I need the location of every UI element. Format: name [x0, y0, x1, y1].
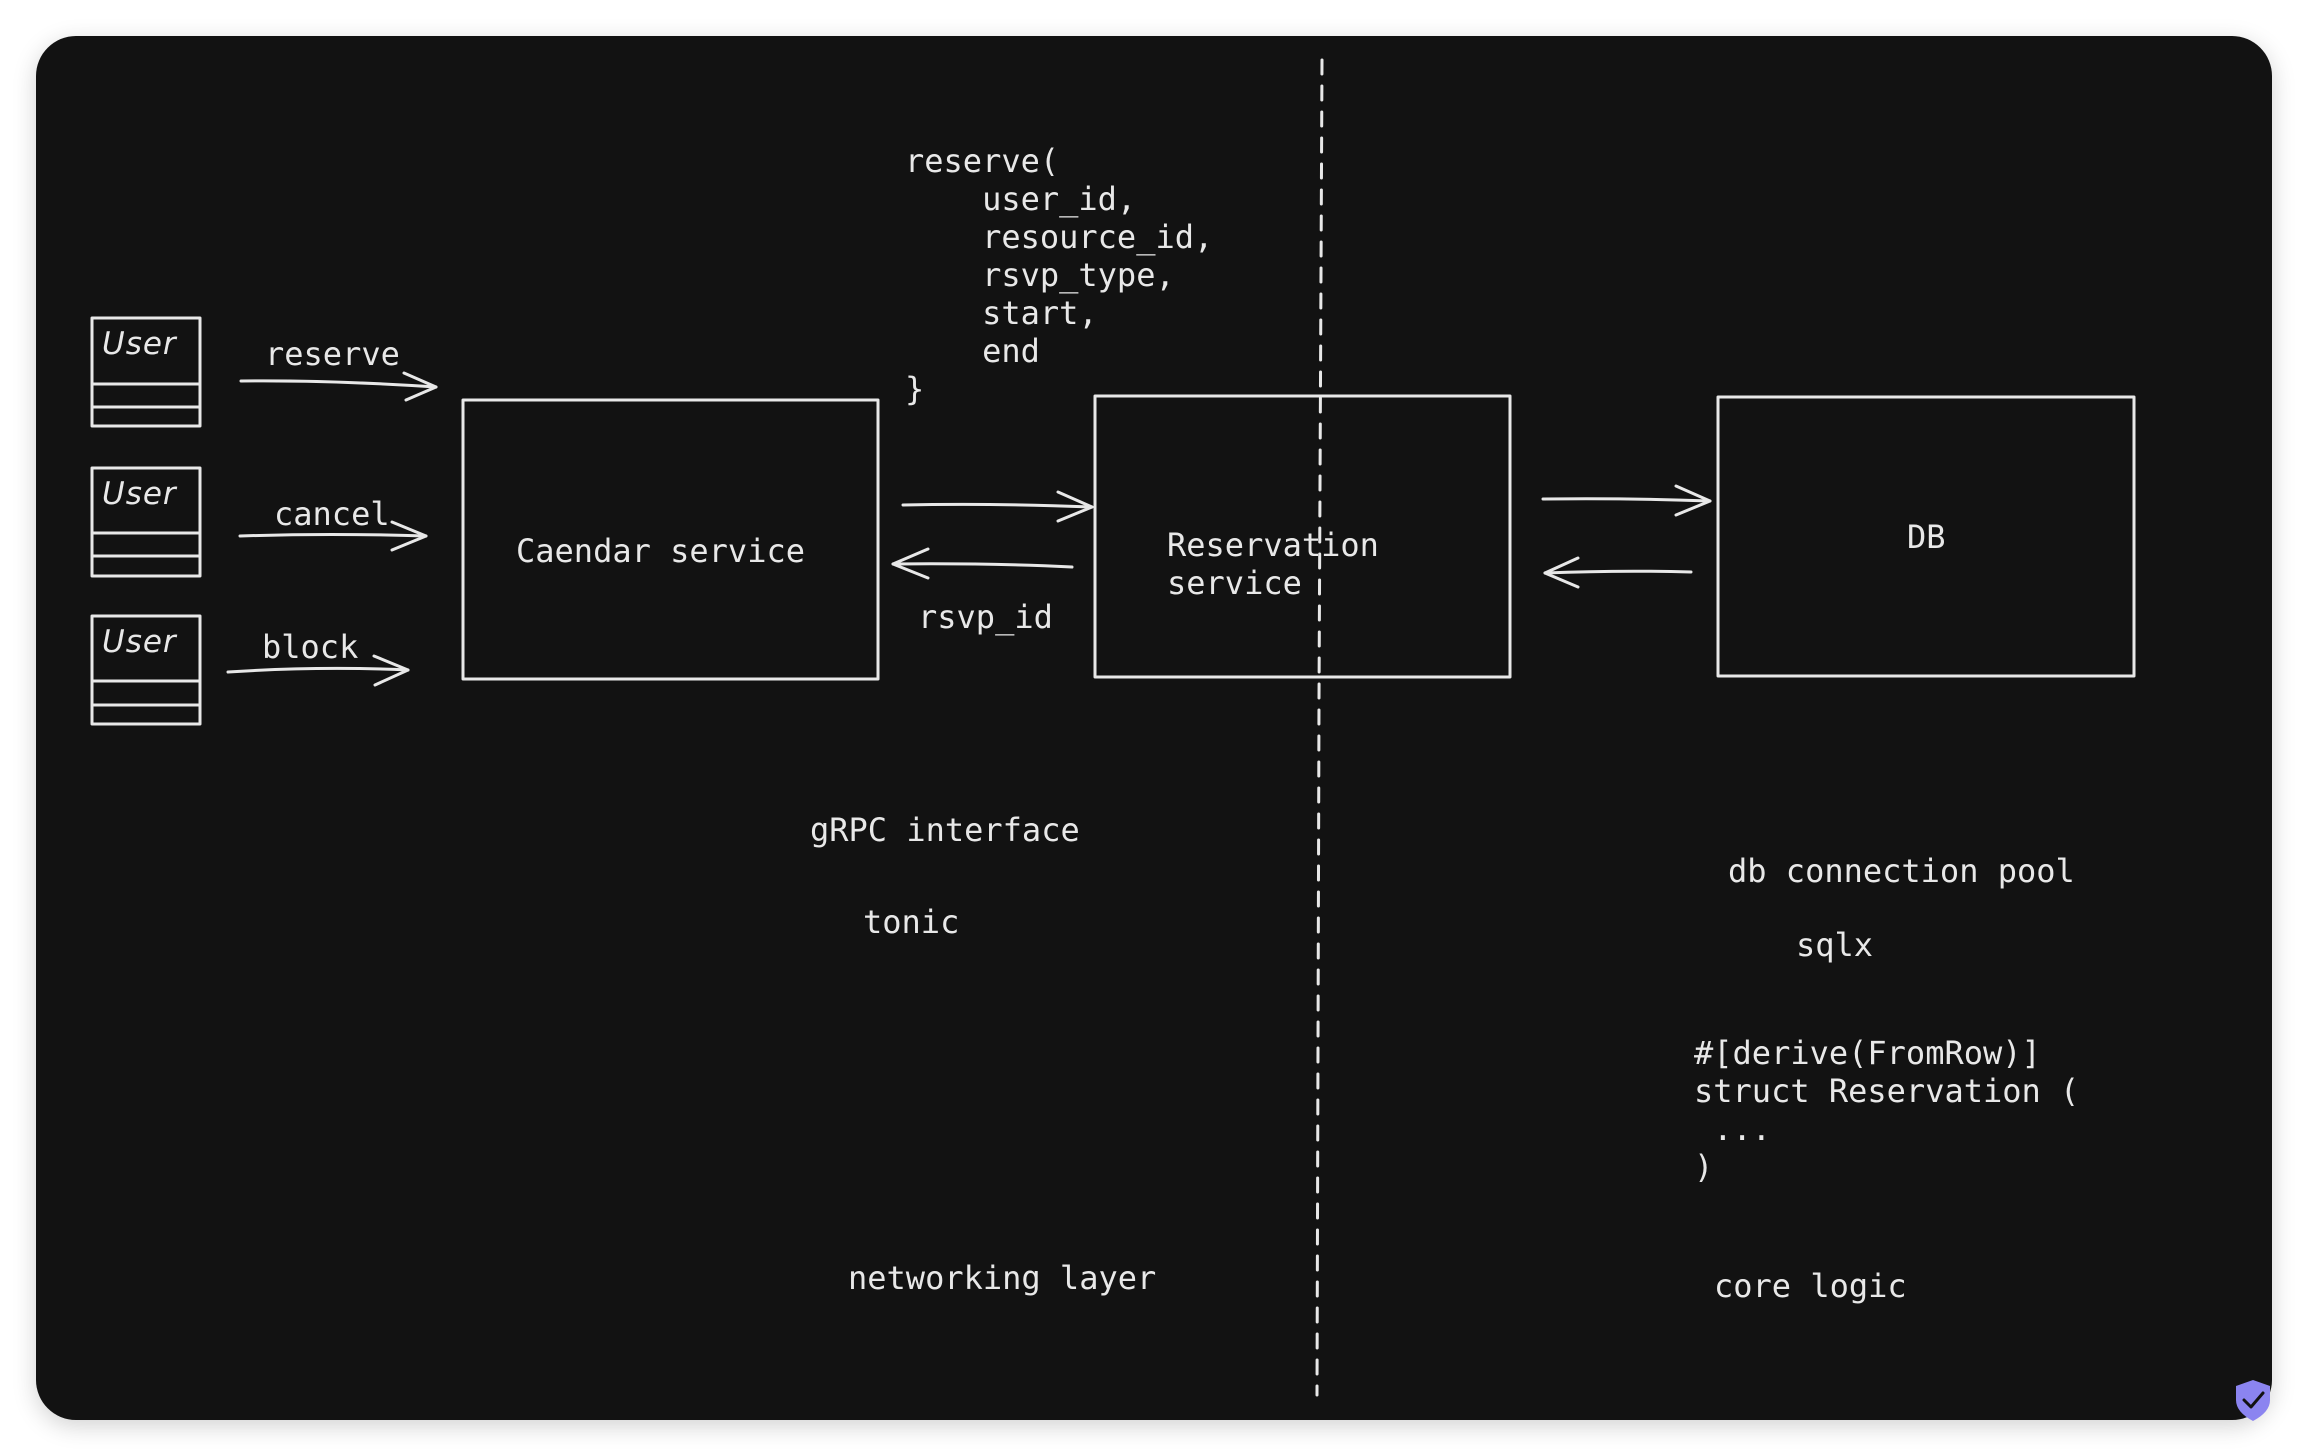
block-action-label: block: [262, 628, 359, 666]
db-connection-pool-note: db connection pool: [1728, 852, 2075, 890]
db-box: [1716, 395, 2136, 678]
user-box-2: [90, 466, 202, 578]
user-box-1: [90, 316, 202, 428]
user-label-3: User: [102, 624, 177, 660]
db-result-arrow: [1543, 556, 1693, 589]
user-box-3: [90, 614, 202, 726]
reserve-call-signature: reserve( user_id, resource_id, rsvp_type…: [905, 142, 1214, 408]
cancel-arrow: [238, 520, 428, 552]
grpc-interface-note: gRPC interface: [810, 811, 1080, 849]
networking-layer-label: networking layer: [848, 1259, 1157, 1297]
reserve-action-label: reserve: [265, 335, 400, 373]
reserve-arrow: [239, 371, 438, 402]
calendar-service-label: Caendar service: [516, 532, 805, 570]
shield-check-icon: [2236, 1380, 2270, 1421]
db-label: DB: [1907, 518, 1946, 556]
reservation-service-label: Reservation service: [1167, 526, 1379, 602]
core-logic-label: core logic: [1714, 1267, 1907, 1305]
diagram-canvas: [36, 36, 2272, 1420]
rsvp-id-label: rsvp_id: [918, 598, 1053, 636]
layer-divider: [1315, 58, 1324, 1397]
tonic-note: tonic: [863, 903, 960, 941]
reservation-service-box: [1093, 394, 1512, 679]
db-query-arrow: [1541, 484, 1712, 517]
cancel-action-label: cancel: [274, 495, 390, 533]
reserve-call-arrow: [901, 490, 1094, 523]
reservation-struct-snippet: #[derive(FromRow)] struct Reservation ( …: [1694, 1034, 2080, 1186]
block-arrow: [226, 654, 410, 687]
calendar-service-box: [461, 398, 880, 681]
user-label-1: User: [102, 326, 177, 362]
user-label-2: User: [102, 476, 177, 512]
rsvp-id-return-arrow: [891, 547, 1074, 580]
sqlx-note: sqlx: [1796, 926, 1874, 964]
